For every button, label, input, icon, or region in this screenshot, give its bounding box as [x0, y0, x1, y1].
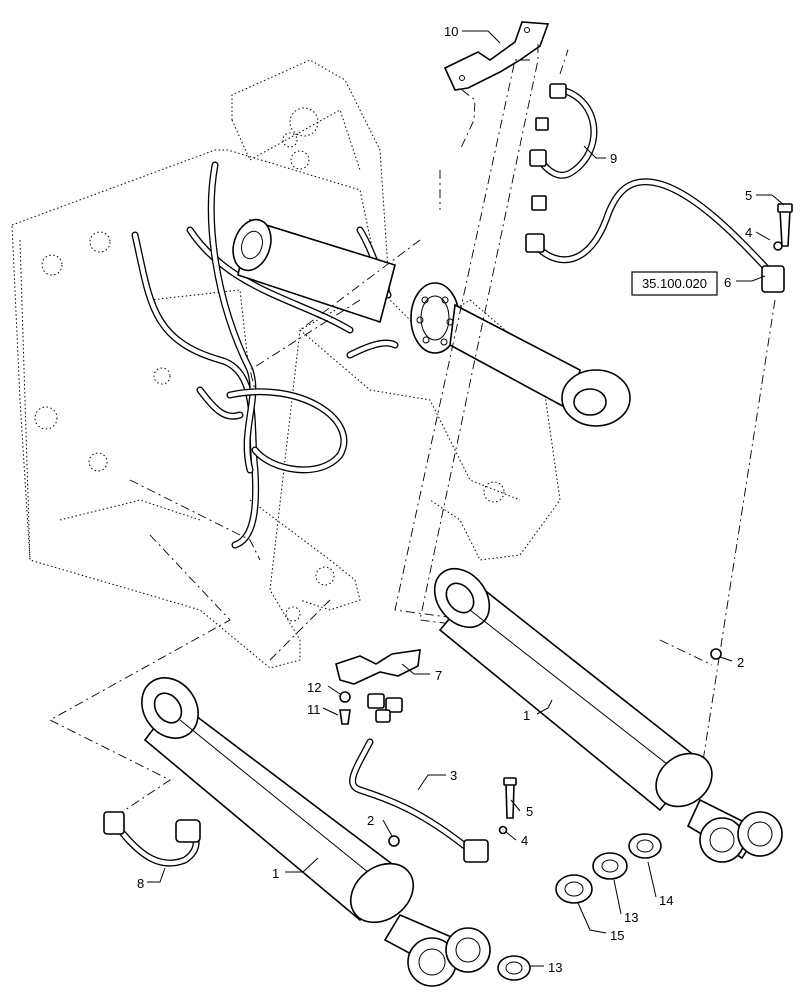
callout-2-left: 2 — [367, 813, 374, 828]
lift-cylinder-1-right — [433, 567, 783, 863]
shim-13-right — [592, 852, 628, 880]
shim-13-lower — [497, 955, 531, 981]
callout-13-lower: 13 — [548, 960, 562, 975]
seal-2-left — [388, 835, 400, 847]
callout-15: 15 — [610, 928, 624, 943]
callouts: 10 9 5 4 6 7 2 12 11 1 3 2 5 4 1 8 13 14… — [137, 24, 752, 975]
fittings-block — [367, 693, 403, 723]
callout-6: 6 — [724, 275, 731, 290]
bracket-7 — [335, 649, 421, 685]
callout-7: 7 — [435, 668, 442, 683]
callout-1-right: 1 — [523, 708, 530, 723]
hose-3 — [349, 738, 489, 863]
callout-10: 10 — [444, 24, 458, 39]
callout-3: 3 — [450, 768, 457, 783]
screw-11 — [339, 709, 351, 725]
washer-4-lower — [498, 825, 508, 835]
bracket-10 — [443, 21, 550, 91]
loader-hydraulic-lines — [131, 161, 399, 549]
callout-5-upper: 5 — [745, 188, 752, 203]
seal-2-right — [710, 648, 722, 660]
callout-13-right: 13 — [624, 910, 638, 925]
hose-9 — [529, 83, 598, 211]
loader-tilt-cylinder — [232, 218, 631, 427]
reference-number[interactable]: 35.100.020 — [642, 276, 707, 291]
reference-box[interactable]: 35.100.020 — [631, 271, 718, 296]
callout-4-upper: 4 — [745, 225, 752, 240]
callout-9: 9 — [610, 151, 617, 166]
lift-cylinder-1-left — [141, 677, 491, 987]
callout-11: 11 — [307, 702, 321, 717]
washer-4-upper — [773, 241, 783, 251]
callout-5-lower: 5 — [526, 804, 533, 819]
callout-1-left: 1 — [272, 866, 279, 881]
bolt-5-lower — [503, 777, 517, 819]
hose-8 — [103, 811, 201, 867]
shim-14 — [628, 833, 662, 859]
tube-6 — [525, 178, 785, 293]
assembly-leader-lines — [49, 44, 776, 821]
callout-4-lower: 4 — [521, 833, 528, 848]
bolt-5-upper — [777, 203, 793, 247]
shim-15 — [555, 874, 593, 904]
washer-12 — [339, 691, 351, 703]
callout-2-right: 2 — [737, 655, 744, 670]
callout-leaders — [147, 30, 785, 967]
callout-12: 12 — [307, 680, 321, 695]
loader-frame — [11, 59, 561, 669]
callout-8: 8 — [137, 876, 144, 891]
callout-14: 14 — [659, 893, 673, 908]
